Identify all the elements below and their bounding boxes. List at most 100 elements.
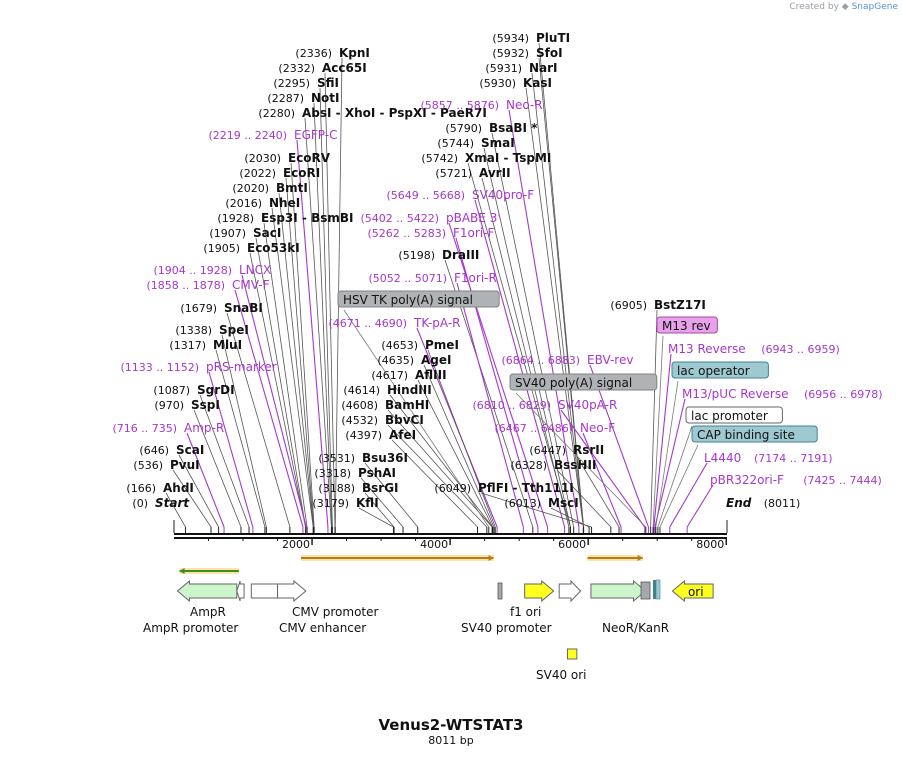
leader-line — [208, 371, 254, 528]
site-label-bmti: (2020)BmtI — [232, 181, 307, 195]
feature-box-hsv-tk-poly-a-signal: HSV TK poly(A) signal — [337, 290, 500, 308]
site-position: (2016) — [225, 197, 262, 210]
site-position: (6905) — [610, 299, 647, 312]
feature-box-shape — [671, 361, 769, 379]
primer-label-prs-marker: (1133 .. 1152)pRS-marker — [120, 360, 276, 374]
feature-box-m13-rev: M13 rev — [656, 316, 718, 334]
leader-line — [199, 394, 250, 528]
leader-line — [525, 87, 584, 528]
site-name: Amp-R — [184, 421, 224, 435]
feature-sv40-promoter — [558, 579, 582, 603]
site-label-sgrdi: (1087)SgrDI — [153, 383, 234, 397]
primer-label-l4440: L4440(7174 .. 7191) — [704, 451, 833, 465]
site-label-hindiii: (4614)HindIII — [343, 383, 431, 397]
site-position: (4617) — [371, 369, 408, 382]
site-position: (3188) — [318, 482, 355, 495]
leader-line — [285, 177, 314, 528]
leader-line — [178, 454, 219, 528]
primer-label-egfp-c: (2219 .. 2240)EGFP-C — [208, 128, 337, 142]
site-label-afei: (4397)AfeI — [345, 428, 416, 442]
site-name: KflI — [356, 496, 379, 510]
primer-label-f1ori-f: (5262 .. 5283)F1ori-F — [367, 226, 494, 240]
site-name: pBABE 3' — [446, 211, 501, 225]
leader-line — [531, 72, 584, 528]
feature-caption-ampr-promoter: AmpR promoter — [143, 621, 238, 635]
site-name: M13/pUC Reverse — [682, 387, 789, 401]
feature-ori — [671, 579, 714, 603]
site-label-msci: (6013)MscI — [504, 496, 578, 510]
backbone — [174, 533, 727, 539]
site-name: EcoRV — [288, 151, 331, 165]
feature-caption-f1-ori: f1 ori — [510, 605, 541, 619]
site-position: (4653) — [381, 339, 418, 352]
site-label-xmai-tspmi: (5742)XmaI - TspMI — [421, 151, 551, 165]
leader-line — [556, 469, 612, 528]
site-position: (1905) — [203, 242, 240, 255]
site-position: (3531) — [318, 452, 355, 465]
axis-tick-label: 6000 — [558, 538, 586, 551]
primer-label-ebv-rev: (6864 .. 6883)EBV-rev — [501, 353, 633, 367]
site-name: Eco53kI — [247, 241, 300, 255]
site-position: (2332) — [278, 62, 315, 75]
site-position: (5198) — [398, 249, 435, 262]
leader-line — [387, 409, 493, 528]
feature-neor-kanr — [590, 579, 647, 603]
leader-line — [343, 309, 490, 528]
leader-line — [290, 162, 315, 528]
site-label-draiii: (5198)DraIII — [398, 248, 479, 262]
leader-line — [491, 132, 575, 528]
site-name: AgeI — [421, 353, 451, 367]
leader-line — [650, 309, 658, 528]
site-name: pBR322ori-F — [710, 473, 784, 487]
site-position: (5721) — [435, 167, 472, 180]
site-name: MluI — [213, 338, 242, 352]
leader-lines — [165, 42, 728, 533]
feature-box-shape — [656, 316, 718, 334]
site-name: PluTI — [536, 31, 570, 45]
feature-box-label: CAP binding site — [697, 428, 795, 442]
site-position: (6328) — [510, 459, 547, 472]
site-name: BssHII — [554, 458, 596, 472]
site-position: (6447) — [529, 444, 566, 457]
leader-line — [193, 409, 242, 528]
feature-ampr-promoter — [236, 580, 245, 602]
feature-f1-ori — [524, 579, 555, 603]
feature-box-shape — [685, 406, 783, 424]
leader-line — [423, 364, 495, 528]
site-name: AhdI — [163, 481, 194, 495]
site-position: (7174 .. 7191) — [754, 452, 833, 465]
site-name: SacI — [253, 226, 281, 240]
plasmid-length: 8011 bp — [428, 734, 474, 747]
site-position: (6013) — [504, 497, 541, 510]
site-position: (5649 .. 5668) — [386, 189, 465, 202]
orf-arrowhead — [179, 568, 185, 574]
site-name: AflIII — [415, 368, 447, 382]
site-label-ecori: (2022)EcoRI — [239, 166, 320, 180]
credit-brand: SnapGene — [851, 2, 898, 12]
site-label-bstz17i: (6905)BstZ17I — [610, 298, 705, 312]
site-position: (716 .. 735) — [112, 422, 177, 435]
leader-line — [313, 102, 333, 528]
leader-line — [515, 392, 647, 528]
feature-caption-sv40-promoter: SV40 promoter — [461, 621, 552, 635]
site-label-nari: (5931)NarI — [485, 61, 557, 75]
site-label-noti: (2287)NotI — [267, 91, 339, 105]
leader-line — [657, 425, 693, 528]
feature-sv40-ori — [566, 648, 578, 660]
site-label-pshai: (3318)PshAI — [314, 466, 396, 480]
site-label-spei: (1338)SpeI — [175, 323, 248, 337]
leader-line — [575, 454, 620, 528]
leader-line — [483, 147, 571, 528]
site-label-scai: (646)ScaI — [139, 443, 204, 457]
orf-arrowhead — [637, 555, 643, 561]
leader-line — [417, 379, 494, 528]
primer-label-pbabe-3: (5402 .. 5422)pBABE 3' — [360, 211, 500, 225]
leader-line — [582, 432, 622, 528]
site-name: End — [726, 496, 752, 510]
site-name: RsrII — [573, 443, 604, 457]
site-name: BsrGI — [362, 481, 399, 495]
site-position: (5262 .. 5283) — [367, 227, 446, 240]
site-label-pmei: (4653)PmeI — [381, 338, 458, 352]
leader-line — [324, 72, 336, 528]
